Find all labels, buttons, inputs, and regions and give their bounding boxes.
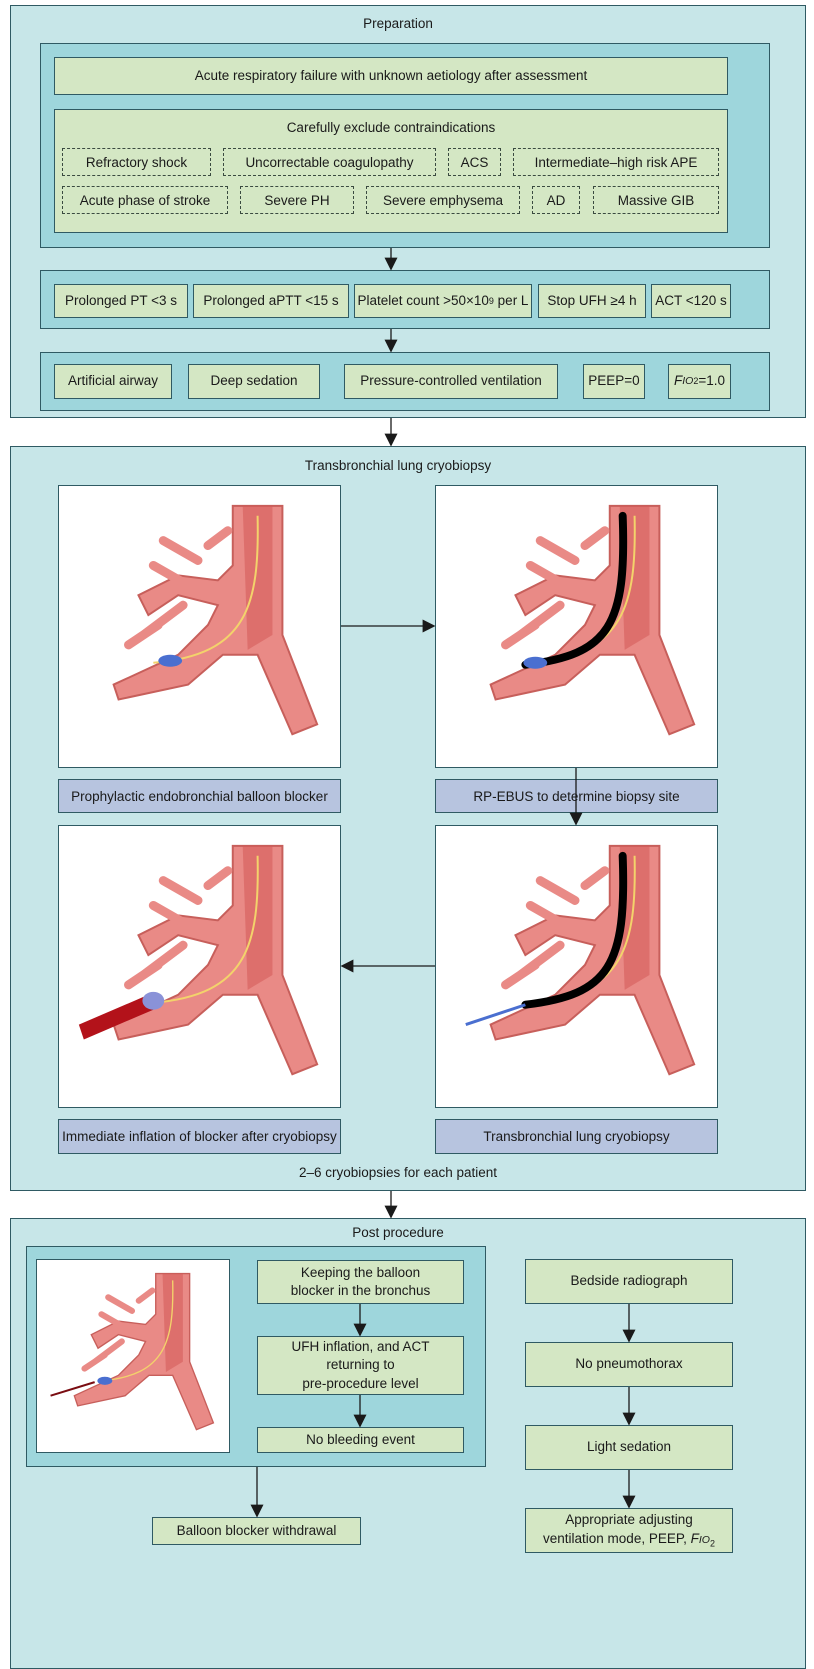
connector-arrows bbox=[0, 0, 814, 1669]
